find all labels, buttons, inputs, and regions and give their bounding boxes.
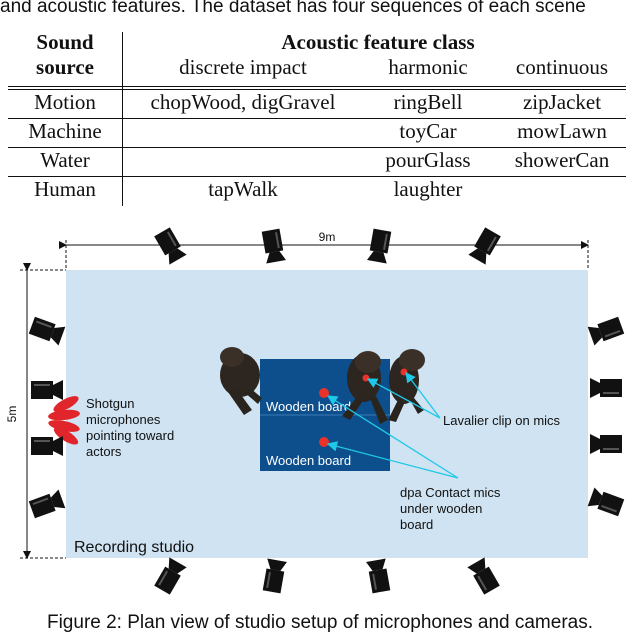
- camera-icon: [261, 558, 287, 594]
- camera-icon: [366, 558, 392, 594]
- column-header-continuous: continuous: [515, 55, 609, 79]
- camera-icon: [28, 315, 66, 346]
- row-source-human: Human: [34, 177, 96, 201]
- table-cell: toyCar: [399, 119, 457, 143]
- height-label: 5m: [5, 406, 19, 423]
- camera-icon: [28, 489, 66, 520]
- table-rule: [8, 147, 626, 148]
- camera-icon: [590, 378, 622, 398]
- lavalier-mic-dot: [362, 374, 370, 382]
- row-source-water: Water: [40, 148, 90, 172]
- contact-mic-pointer: [326, 441, 459, 479]
- contact-mics-label: dpa Contact mics under wooden board: [400, 485, 504, 532]
- lavalier-pointer: [405, 371, 441, 419]
- camera-icon: [31, 436, 63, 456]
- table-rule: [8, 118, 626, 119]
- table-vertical-rule: [122, 32, 123, 206]
- table-cell: showerCan: [514, 148, 610, 172]
- shotgun-mics-label: Shotgun microphones pointing toward acto…: [86, 396, 178, 459]
- acoustic-feature-table: Sound source Acoustic feature class disc…: [0, 0, 640, 215]
- table-rule: [8, 176, 626, 177]
- shotgun-microphones: [48, 396, 80, 445]
- lavalier-pointer: [366, 378, 441, 419]
- column-header-harmonic: harmonic: [388, 55, 468, 79]
- table-cell: ringBell: [393, 90, 463, 114]
- camera-icon: [590, 434, 622, 454]
- studio-plan-diagram: 9m 5m Recording studio Wooden board Wood…: [5, 226, 625, 596]
- actor-figure: [220, 347, 262, 415]
- width-label: 9m: [319, 230, 336, 244]
- camera-icon: [31, 380, 63, 400]
- intro-text: and acoustic features. The dataset has f…: [0, 0, 586, 17]
- lavalier-label: Lavalier clip on mics: [443, 413, 561, 428]
- table-cell: laughter: [393, 177, 463, 201]
- row-source-motion: Motion: [34, 90, 96, 114]
- camera-icon: [587, 487, 625, 518]
- table-cell: mowLawn: [517, 119, 607, 143]
- wooden-board-label-1: Wooden board: [266, 399, 351, 414]
- camera-icon: [587, 315, 625, 346]
- camera-icon: [468, 226, 502, 265]
- header-source: source: [36, 55, 94, 79]
- table-cell: chopWood, digGravel: [150, 90, 336, 114]
- studio-label: Recording studio: [74, 539, 194, 556]
- camera-icon: [467, 557, 501, 596]
- camera-icon: [367, 228, 393, 264]
- table-rule: [8, 86, 626, 87]
- table-rule: [8, 89, 626, 90]
- wooden-board-label-2: Wooden board: [266, 453, 351, 468]
- camera-icon: [260, 228, 286, 264]
- contact-mic-pointer: [326, 395, 459, 479]
- column-header-discrete-impact: discrete impact: [179, 55, 307, 79]
- camera-icon: [153, 557, 187, 596]
- table-cell: zipJacket: [522, 90, 602, 114]
- header-sound: Sound: [36, 30, 94, 54]
- header-acoustic-feature-class: Acoustic feature class: [281, 30, 475, 54]
- table-cell: pourGlass: [385, 148, 471, 172]
- figure-caption: Figure 2: Plan view of studio setup of m…: [46, 612, 593, 633]
- camera-icon: [153, 226, 187, 265]
- table-cell: tapWalk: [208, 177, 278, 201]
- contact-mic-dot: [319, 437, 329, 447]
- contact-mic-dot: [319, 388, 329, 398]
- row-source-machine: Machine: [28, 119, 102, 143]
